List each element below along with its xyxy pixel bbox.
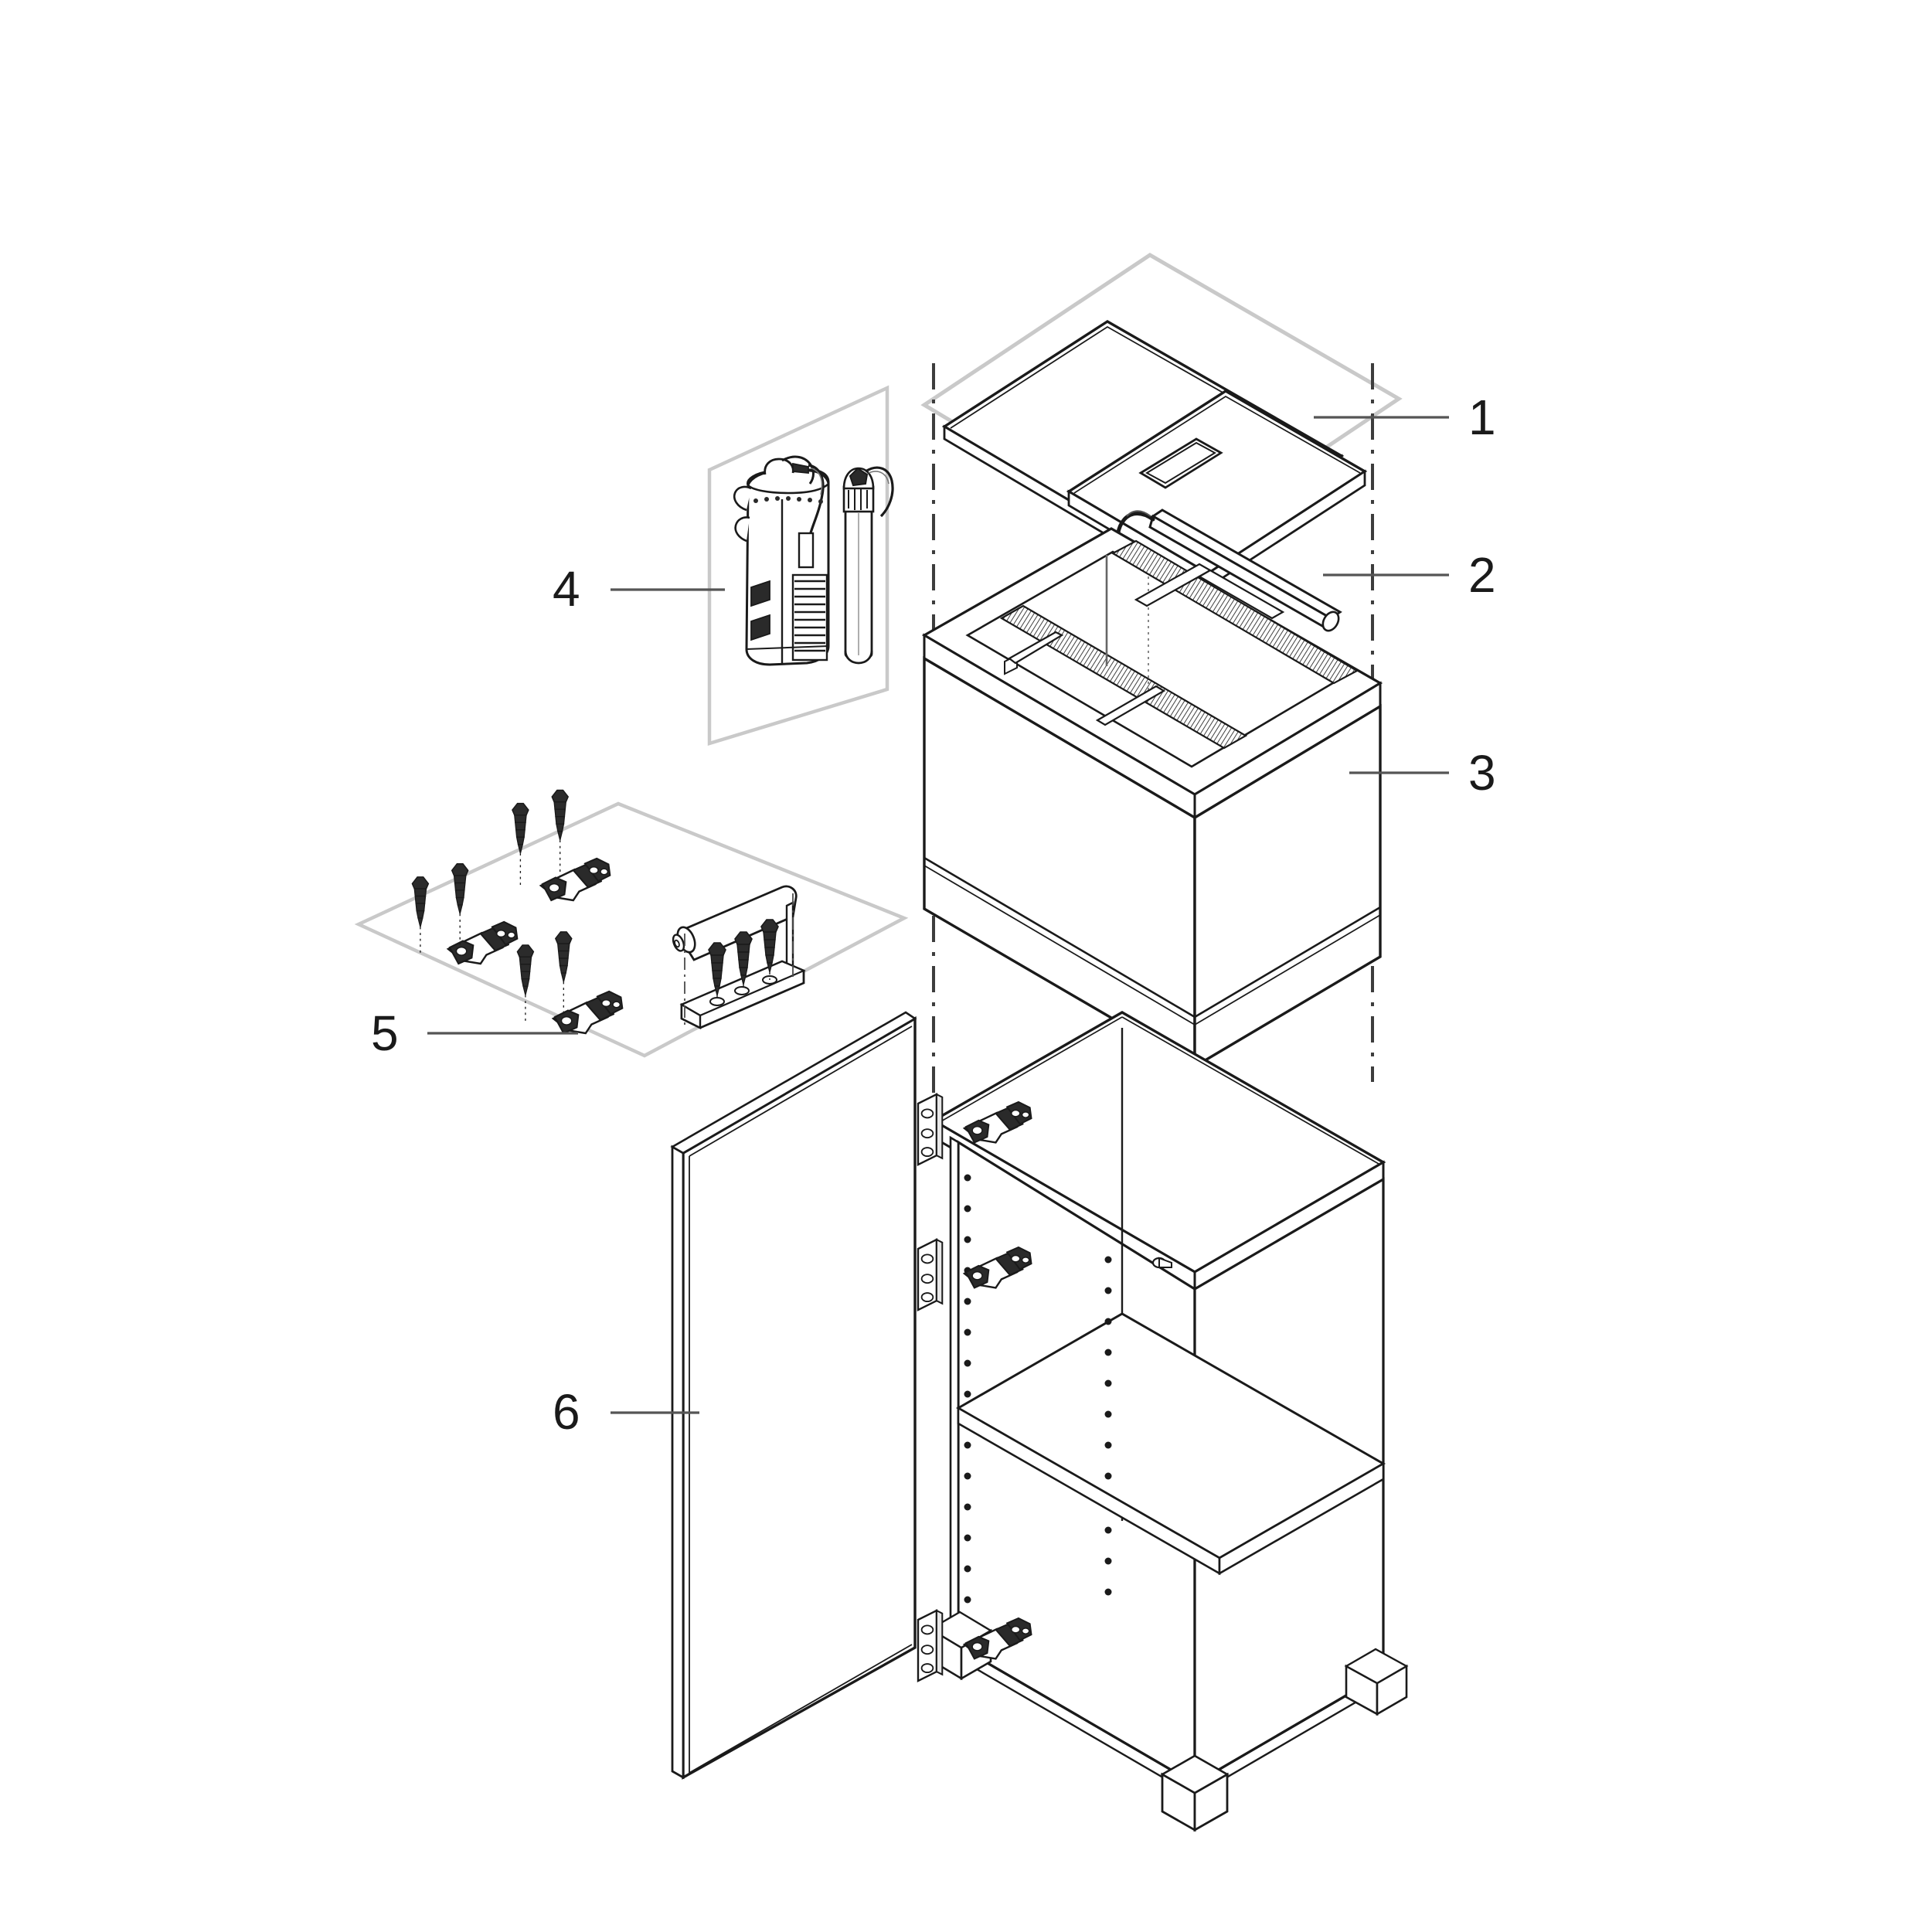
part-hardware-kit (411, 789, 806, 1035)
callout-label-2: 2 (1468, 547, 1496, 603)
lid-finger-slot (1138, 437, 1223, 489)
part-internal-filter (733, 455, 830, 666)
callout-label-1: 1 (1468, 389, 1496, 445)
ghost-plane-hardware-kit (354, 801, 909, 1058)
callout-label-4: 4 (553, 561, 580, 617)
callout-label-5: 5 (371, 1005, 399, 1061)
part-cabinet-door (670, 1011, 917, 1780)
callout-label-6: 6 (553, 1384, 580, 1440)
part-cabinet-carcass (928, 1011, 1409, 1832)
part-led-light-bar (1115, 509, 1342, 632)
door-handle (672, 885, 806, 1029)
shelf-pin-holes-back (1104, 1256, 1112, 1596)
callout-label-3: 3 (1468, 745, 1496, 801)
ghost-plane-filter-kit (707, 385, 889, 747)
callout-leader-lines (427, 416, 1449, 1414)
cabinet-dowel (1151, 1257, 1172, 1269)
part-aquarium-tank (921, 527, 1383, 1069)
part-lid-assembly (941, 320, 1368, 590)
part-aquarium-heater (842, 466, 894, 665)
door-hinge-plates (917, 1093, 944, 1682)
shelf-pin-holes-left (964, 1174, 971, 1604)
